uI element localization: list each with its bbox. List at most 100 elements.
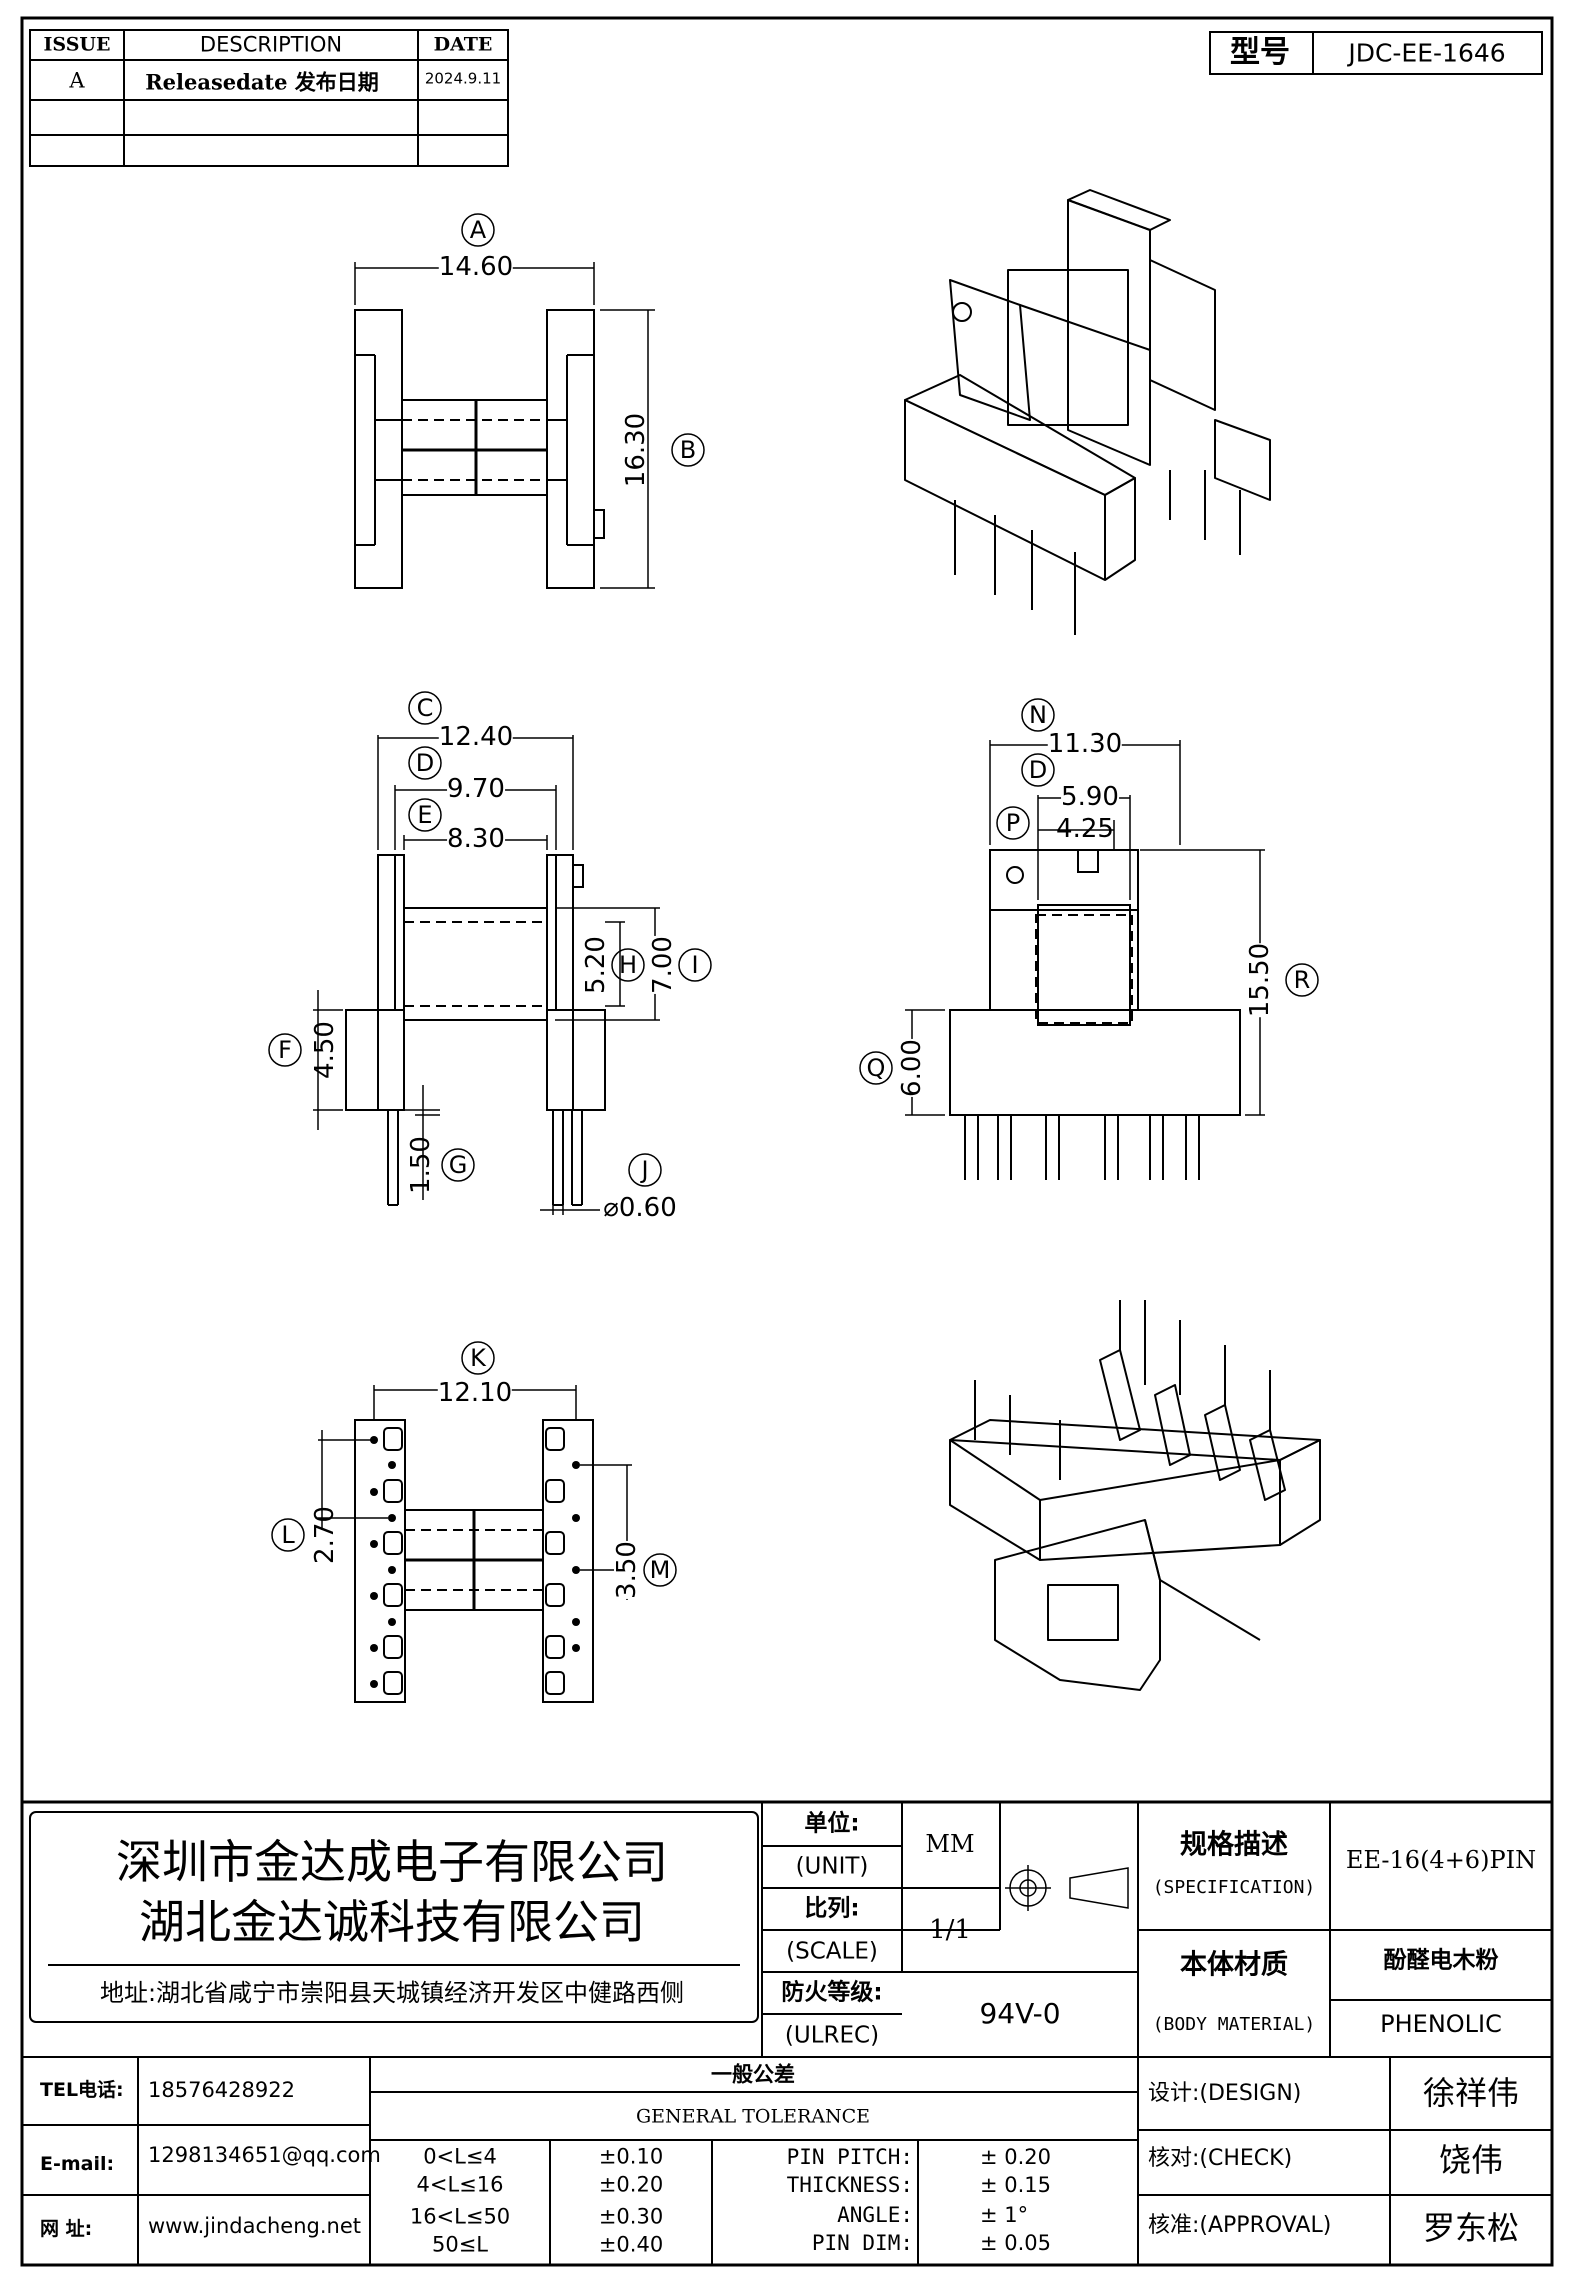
tol-item-label-1: THICKNESS: <box>786 2173 913 2197</box>
dim-N: 11.30 <box>1047 729 1123 759</box>
tel-value: 18576428922 <box>148 2078 295 2102</box>
approval-approve-name: 罗东松 <box>1422 2209 1520 2247</box>
callout-B: B <box>679 436 697 464</box>
callout-Q: Q <box>866 1054 886 1082</box>
side-view-dimensions <box>859 698 1319 1116</box>
revision-table <box>29 29 509 167</box>
scale-label-en: (SCALE) <box>786 1938 878 1965</box>
callout-A: A <box>469 216 487 244</box>
isometric-view-bottom <box>949 1300 1321 1691</box>
material-value-cn: 酚醛电木粉 <box>1383 1947 1499 1974</box>
email-value[interactable]: 1298134651@qq.com <box>148 2143 381 2167</box>
web-value[interactable]: www.jindacheng.net <box>148 2214 362 2238</box>
model-value: JDC-EE-1646 <box>1348 38 1506 68</box>
dim-B: 16.30 <box>621 412 651 488</box>
approval-check-name: 饶伟 <box>1438 2141 1504 2179</box>
tol-value-3: ±0.40 <box>598 2232 664 2257</box>
tol-range-2: 16<L≤50 <box>409 2204 511 2229</box>
tol-value-1: ±0.20 <box>598 2172 664 2197</box>
tol-item-value-3: ± 0.05 <box>980 2231 1052 2255</box>
dim-C: 12.40 <box>438 722 514 752</box>
dim-F: 4.50 <box>310 1021 340 1079</box>
callout-D2: D <box>1028 756 1048 784</box>
company-address: 地址:湖北省咸宁市崇阳县天城镇经济开发区中健路西侧 <box>99 1979 685 2007</box>
dim-G: 1.50 <box>406 1136 436 1194</box>
dim-I: 7.00 <box>648 936 678 994</box>
callout-C: C <box>416 694 434 722</box>
tol-item-label-0: PIN PITCH: <box>786 2145 913 2169</box>
unit-value: MM <box>925 1830 975 1858</box>
title-block <box>22 1800 1552 2265</box>
rev-header-date: DATE <box>433 33 493 56</box>
callout-N: N <box>1029 701 1047 729</box>
material-value-en: PHENOLIC <box>1380 2010 1502 2038</box>
approval-design-name: 徐祥伟 <box>1422 2074 1520 2112</box>
rev-row-date: 2024.9.11 <box>424 69 502 88</box>
tel-label: TEL电话: <box>40 2079 124 2101</box>
company-name-1: 深圳市金达成电子有限公司 <box>116 1835 668 1889</box>
callout-I: I <box>691 951 699 979</box>
callout-F: F <box>278 1036 292 1064</box>
tolerance-title-cn: 一般公差 <box>711 2062 795 2087</box>
callout-D: D <box>415 749 435 777</box>
material-label-cn: 本体材质 <box>1180 1949 1288 1981</box>
company-name-2: 湖北金达诚科技有限公司 <box>139 1895 645 1949</box>
tol-value-0: ±0.10 <box>598 2144 664 2169</box>
rev-header-description: DESCRIPTION <box>199 32 343 57</box>
tol-item-label-2: ANGLE: <box>837 2203 913 2227</box>
pin-markers <box>370 1436 580 1688</box>
scale-label-cn: 比列: <box>804 1895 860 1922</box>
dim-L: 2.70 <box>310 1506 340 1564</box>
email-label: E-mail: <box>40 2153 115 2175</box>
front-view-dimensions <box>268 691 712 1215</box>
rev-header-issue: ISSUE <box>43 33 111 56</box>
top-view <box>354 309 605 589</box>
dim-E: 8.30 <box>447 824 505 854</box>
fire-label-en: (ULREC) <box>784 2022 880 2049</box>
approval-design-label: 设计:(DESIGN) <box>1148 2081 1302 2106</box>
tolerance-title-en: GENERAL TOLERANCE <box>635 2105 871 2128</box>
isometric-view-top <box>904 189 1271 635</box>
dim-M: 3.50 <box>612 1541 642 1599</box>
tol-item-value-2: ± 1° <box>980 2203 1029 2227</box>
spec-label-cn: 规格描述 <box>1180 1829 1288 1861</box>
dim-K: 12.10 <box>437 1378 513 1408</box>
unit-label-cn: 单位: <box>804 1810 860 1837</box>
bottom-view <box>354 1419 594 1703</box>
dim-Q: 6.00 <box>897 1039 927 1097</box>
rev-row-issue: A <box>69 68 85 93</box>
callout-L: L <box>281 1521 295 1549</box>
dim-D2: 5.90 <box>1061 782 1119 812</box>
unit-label-en: (UNIT) <box>795 1853 869 1880</box>
dim-P: 4.25 <box>1056 814 1114 844</box>
dim-D: 9.70 <box>447 774 505 804</box>
rev-row-description: Releasedate 发布日期 <box>145 69 379 95</box>
model-label: 型号 <box>1230 35 1290 70</box>
fire-value: 94V-0 <box>979 1997 1061 2030</box>
callout-M: M <box>649 1556 671 1584</box>
callout-H: H <box>618 951 638 979</box>
callout-G: G <box>448 1151 468 1179</box>
tol-value-2: ±0.30 <box>598 2204 664 2229</box>
callout-K: K <box>470 1344 486 1372</box>
material-label-en: (BODY MATERIAL) <box>1152 2014 1316 2035</box>
approval-approve-label: 核准:(APPROVAL) <box>1148 2213 1332 2238</box>
tol-range-1: 4<L≤16 <box>416 2172 504 2197</box>
projection-symbol <box>1005 1865 1129 1911</box>
spec-label-en: (SPECIFICATION) <box>1152 1877 1316 1898</box>
tol-range-3: 50≤L <box>431 2232 489 2257</box>
dim-A: 14.60 <box>438 252 514 282</box>
approval-check-label: 核对:(CHECK) <box>1148 2146 1293 2171</box>
dimension-B <box>600 309 705 589</box>
dim-R: 15.50 <box>1245 942 1275 1018</box>
front-view <box>345 854 606 1206</box>
side-view <box>949 849 1241 1180</box>
fire-label-cn: 防火等级: <box>781 1979 883 2006</box>
dim-H: 5.20 <box>581 936 611 994</box>
tol-item-value-0: ± 0.20 <box>980 2145 1052 2169</box>
tol-item-label-3: PIN DIM: <box>811 2231 913 2255</box>
tol-item-value-1: ± 0.15 <box>980 2173 1052 2197</box>
callout-P: P <box>1005 809 1021 837</box>
scale-value: 1/1 <box>929 1915 971 1945</box>
